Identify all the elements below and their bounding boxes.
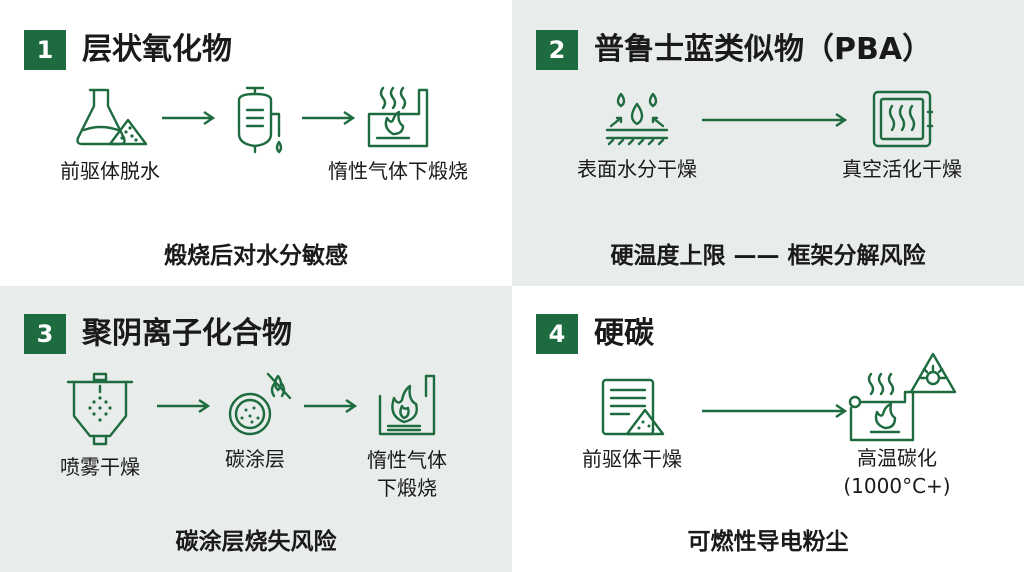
flow-arrow bbox=[304, 399, 358, 413]
flow-arrow bbox=[162, 111, 216, 125]
step-number-badge: 3 bbox=[24, 314, 66, 354]
furnace-flame-icon bbox=[367, 86, 429, 148]
tray-powder-icon bbox=[601, 378, 665, 436]
step-number-badge: 2 bbox=[536, 30, 578, 70]
evaporating-droplets-icon bbox=[605, 92, 669, 146]
flow-arrow bbox=[157, 399, 211, 413]
kiln-flame-icon bbox=[848, 352, 957, 442]
flow-arrow bbox=[702, 404, 848, 418]
step-drying-vessel bbox=[220, 86, 290, 160]
panel-title: 层状氧化物 bbox=[82, 32, 232, 67]
step-label: 碳涂层 bbox=[225, 447, 285, 471]
panel-layered-oxides: 1 层状氧化物 前驱体脱水 bbox=[0, 0, 512, 286]
furnace-flame-icon bbox=[378, 374, 436, 436]
panel-polyanionic-compounds: 3 聚阴离子化合物 喷雾干燥 碳涂层 bbox=[0, 286, 512, 572]
step-label-line2: 下煅烧 bbox=[377, 476, 437, 500]
step-carbon-coating: 碳涂层 bbox=[205, 368, 305, 472]
flow-arrow bbox=[702, 113, 848, 127]
flow-arrow bbox=[302, 111, 356, 125]
step-label: 惰性气体下煅烧 bbox=[328, 159, 468, 183]
step-vacuum-activation: 真空活化干燥 bbox=[812, 90, 992, 182]
risk-note: 可燃性导电粉尘 bbox=[687, 529, 849, 555]
step-surface-drying: 表面水分干燥 bbox=[552, 90, 722, 182]
risk-note: 碳涂层烧失风险 bbox=[175, 529, 337, 555]
step-inert-calcination: 惰性气体 下煅烧 bbox=[352, 372, 462, 502]
step-high-temp-carbonization: 高温碳化 (1000°C+) bbox=[812, 352, 982, 500]
step-precursor-dehydration: 前驱体脱水 bbox=[45, 86, 175, 184]
panel-title: 硬碳 bbox=[594, 316, 654, 351]
flask-powder-icon bbox=[76, 88, 148, 146]
panel-hard-carbon: 4 硬碳 前驱体干燥 高温碳化 (1000°C+) 可 bbox=[512, 286, 1024, 572]
step-spray-drying: 喷雾干燥 bbox=[45, 372, 155, 480]
step-label: 表面水分干燥 bbox=[577, 157, 697, 181]
step-label: 前驱体脱水 bbox=[60, 159, 160, 183]
step-label: 惰性气体 下煅烧 bbox=[352, 446, 462, 502]
panel-title: 普鲁士蓝类似物（PBA） bbox=[594, 32, 933, 67]
step-label-line2: (1000°C+) bbox=[843, 474, 951, 498]
step-precursor-drying: 前驱体干燥 bbox=[562, 378, 702, 472]
spray-dryer-icon bbox=[66, 372, 134, 446]
step-label: 高温碳化 (1000°C+) bbox=[812, 444, 982, 500]
step-inert-calcination: 惰性气体下煅烧 bbox=[308, 86, 488, 184]
dryer-vessel-icon bbox=[237, 86, 283, 154]
step-label: 喷雾干燥 bbox=[60, 455, 140, 479]
step-label-line1: 高温碳化 bbox=[857, 446, 937, 470]
step-label-line1: 惰性气体 bbox=[367, 448, 447, 472]
step-label: 真空活化干燥 bbox=[842, 157, 962, 181]
step-number-badge: 1 bbox=[24, 30, 66, 70]
vacuum-oven-icon bbox=[872, 90, 934, 148]
panel-prussian-blue-analogues: 2 普鲁士蓝类似物（PBA） 表面水分干燥 真空活化干燥 硬温度上限 —— 框架… bbox=[512, 0, 1024, 286]
risk-note: 煅烧后对水分敏感 bbox=[164, 243, 348, 269]
risk-note: 硬温度上限 —— 框架分解风险 bbox=[610, 243, 926, 269]
coated-particle-icon bbox=[228, 372, 292, 436]
step-label: 前驱体干燥 bbox=[582, 447, 682, 471]
step-number-badge: 4 bbox=[536, 314, 578, 354]
panel-title: 聚阴离子化合物 bbox=[82, 316, 292, 351]
